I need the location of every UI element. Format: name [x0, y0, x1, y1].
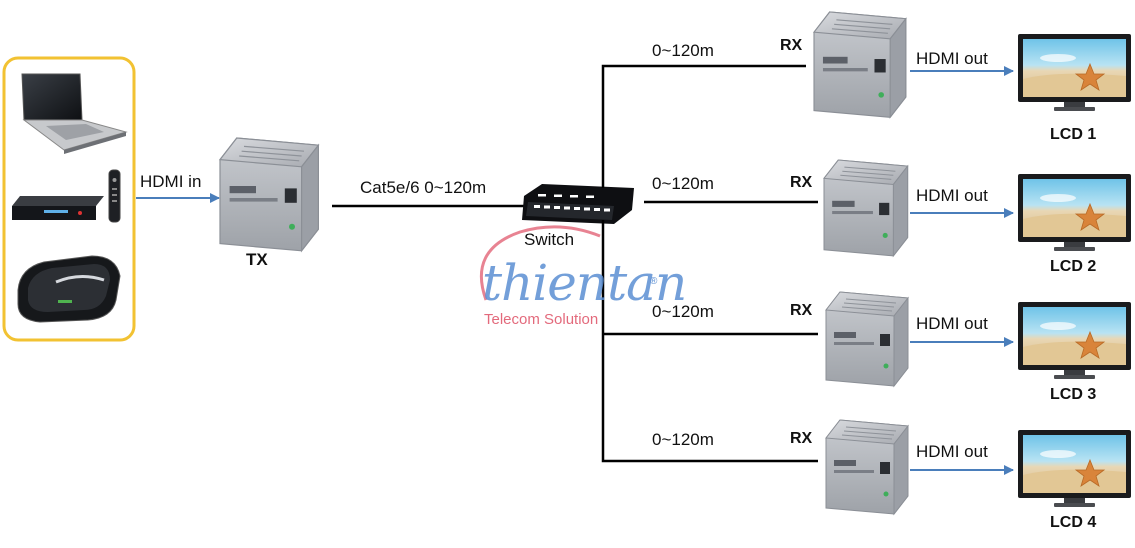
remote-control-icon [108, 169, 121, 223]
hdmi-out-label-4: HDMI out [916, 442, 988, 461]
lcd-display-3 [1017, 301, 1132, 380]
rx-label-3: RX [790, 302, 813, 319]
branch-line-4 [601, 220, 818, 463]
rx-label-1: RX [780, 37, 803, 54]
watermark-logo-text: thientan [482, 254, 687, 312]
switch-icon [522, 184, 634, 224]
watermark-swoosh [480, 225, 601, 301]
hdmi-out-label-1: HDMI out [916, 49, 988, 68]
rx-device-2 [823, 159, 909, 257]
hdmi-out-label-3: HDMI out [916, 314, 988, 333]
switch-label: Switch [524, 230, 575, 249]
hdmi-out-arrows [910, 66, 1014, 475]
distance-label-1: 0~120m [652, 41, 714, 60]
rx-label-2: RX [790, 174, 813, 191]
lcd-label-1: LCD 1 [1050, 126, 1097, 143]
distance-label-4: 0~120m [652, 430, 714, 449]
laptop-icon [21, 73, 128, 154]
distance-label-2: 0~120m [652, 174, 714, 193]
hdmi-in-label: HDMI in [140, 172, 202, 191]
cat-cable-label: Cat5e/6 0~120m [360, 178, 487, 197]
lcd-label-2: LCD 2 [1050, 258, 1097, 275]
rx-device-3 [825, 291, 909, 387]
lcd-display-1 [1017, 33, 1132, 112]
rx-label-4: RX [790, 430, 813, 447]
lcd-display-4 [1017, 429, 1132, 508]
hdmi-out-label-2: HDMI out [916, 186, 988, 205]
lcd-label-3: LCD 3 [1050, 386, 1097, 403]
dvd-player-icon [12, 196, 104, 220]
tx-device [219, 137, 319, 252]
lcd-display-2 [1017, 173, 1132, 252]
watermark-registered-mark: ® [650, 276, 658, 287]
lcd-label-4: LCD 4 [1050, 514, 1097, 531]
tx-label: TX [246, 250, 268, 269]
rx-device-4 [825, 419, 909, 515]
branch-line-1 [601, 64, 806, 188]
branch-lines [601, 64, 818, 463]
rx-device-1 [813, 11, 907, 118]
distance-label-3: 0~120m [652, 302, 714, 321]
media-box-icon [17, 255, 121, 323]
watermark-tagline: Telecom Solution [484, 311, 599, 328]
